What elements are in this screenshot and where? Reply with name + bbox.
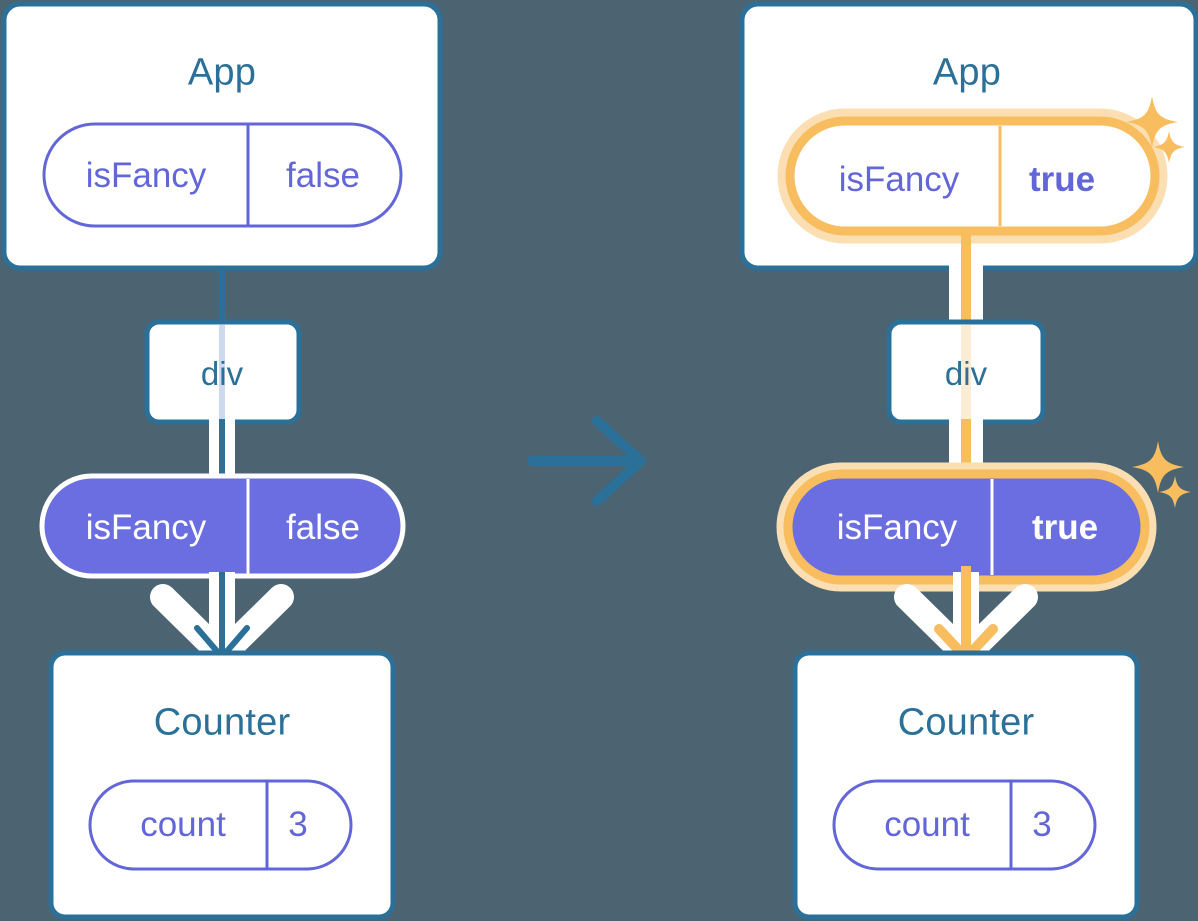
app-state-pill-ring-after	[785, 116, 1160, 236]
counter-state-pill-before	[88, 779, 353, 871]
sparkle-icon-prop-small	[1159, 476, 1191, 508]
sparkle-icon-app-large	[1126, 96, 1178, 148]
sparkle-icon-prop-large	[1132, 441, 1184, 493]
prop-pill-ring-after	[783, 469, 1150, 585]
prop-pill-before	[39, 473, 406, 579]
app-state-pill-before	[42, 122, 403, 228]
transition-arrow-icon	[527, 416, 646, 506]
counter-state-pill-after	[832, 779, 1097, 871]
sparkle-icon-app-small	[1153, 131, 1185, 163]
